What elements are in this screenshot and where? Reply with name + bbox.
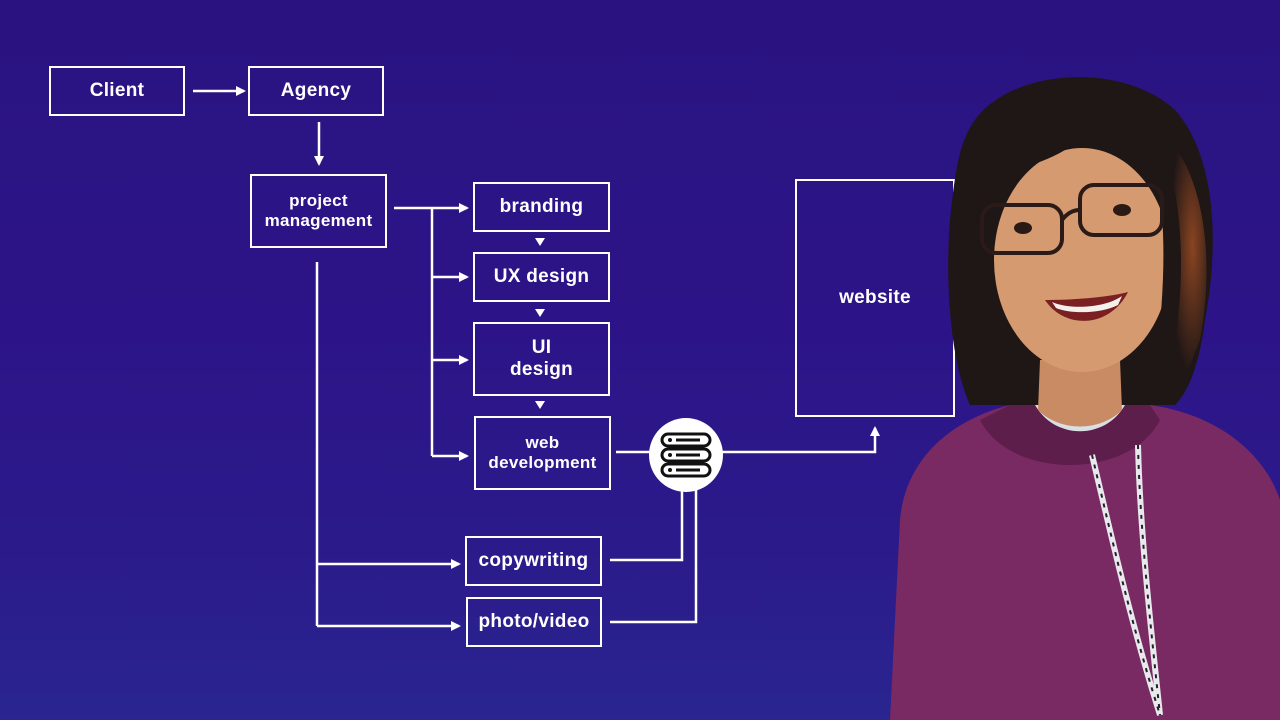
node-photo-video-label: photo/video (478, 611, 590, 633)
node-web-development: web development (474, 416, 611, 490)
arrow-ux-ui (535, 309, 545, 317)
server-icon (660, 432, 712, 478)
node-ui-design: UI design (473, 322, 610, 396)
node-ux-design: UX design (473, 252, 610, 302)
node-agency: Agency (248, 66, 384, 116)
node-web-development-label-1: web (525, 433, 560, 453)
hub-node (649, 418, 723, 492)
node-copywriting-label: copywriting (478, 550, 589, 572)
node-photo-video: photo/video (466, 597, 602, 647)
node-client-label: Client (89, 80, 145, 102)
node-copywriting: copywriting (465, 536, 602, 586)
node-web-development-label-2: development (488, 453, 597, 472)
node-website-label: website (839, 287, 911, 309)
arrow-branding-ux (535, 238, 545, 246)
node-project-management-label-2: management (264, 211, 373, 230)
arrow-hub-website (722, 426, 880, 454)
arrow-ui-webdev (535, 401, 545, 409)
node-ui-design-label-1: UI (531, 337, 552, 359)
node-branding-label: branding (499, 196, 584, 218)
node-ux-design-label: UX design (493, 266, 590, 288)
node-ui-design-label-2: design (509, 359, 574, 380)
node-client: Client (49, 66, 185, 116)
node-agency-label: Agency (280, 80, 352, 102)
presenter-photo (890, 77, 1280, 720)
node-project-management-label-1: project (289, 191, 348, 211)
node-branding: branding (473, 182, 610, 232)
node-project-management: project management (250, 174, 387, 248)
